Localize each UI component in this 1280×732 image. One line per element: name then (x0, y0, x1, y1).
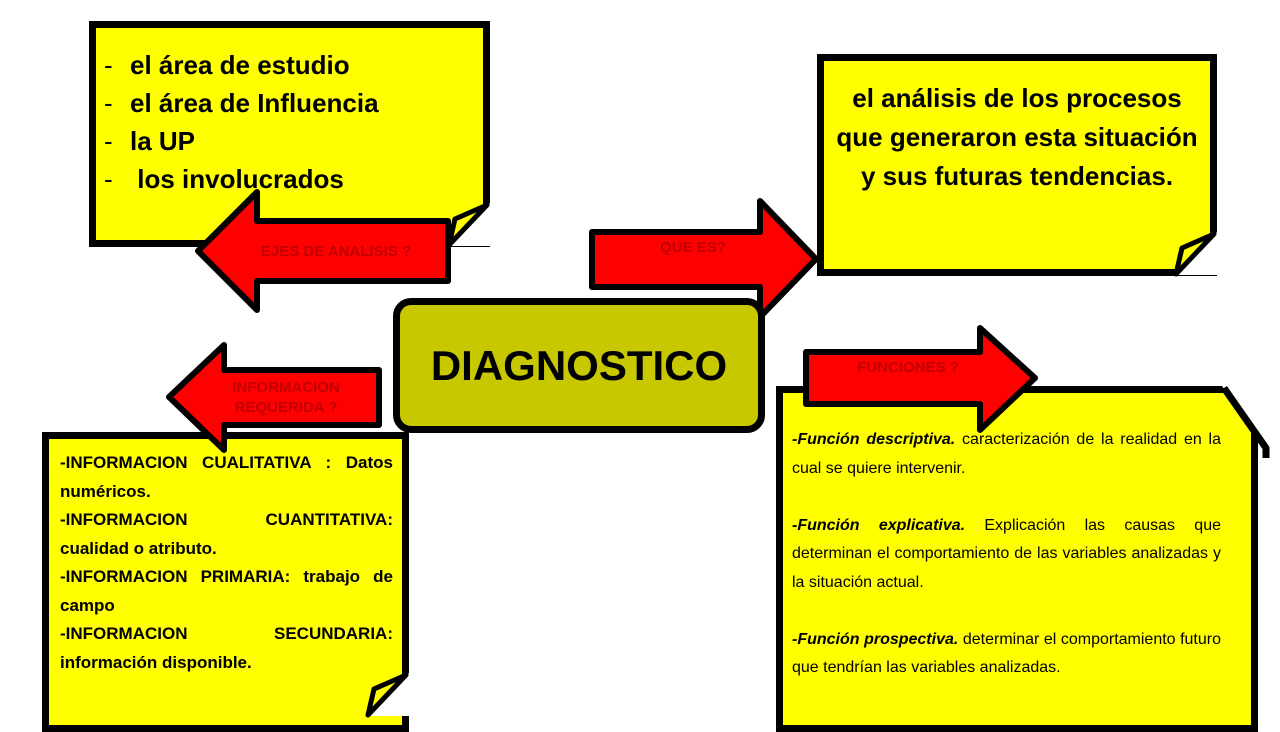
funcion-item: -Función prospectiva. determinar el comp… (792, 630, 1221, 677)
ejes-arrow (195, 189, 451, 313)
que-es-note: el análisis de los procesos que generaro… (817, 54, 1217, 276)
funciones-arrow-label: FUNCIONES ? (857, 359, 959, 376)
diagnostico-title: DIAGNOSTICO (430, 341, 728, 389)
ejes-note: -el área de estudio -el área de Influenc… (89, 21, 490, 247)
funcion-item: -Función descriptiva. caracterización de… (792, 431, 1222, 477)
que-es-arrow (589, 198, 819, 320)
ejes-list-item: -la UP (104, 126, 196, 156)
ejes-list: -el área de estudio -el área de Influenc… (104, 46, 379, 198)
ejes-list-item: -el área de estudio (104, 50, 350, 80)
ejes-list-item: -el área de Influencia (104, 88, 379, 118)
informacion-item: -INFORMACION CUALITATIVA : Datos numéric… (60, 453, 393, 501)
diagnostico-box: DIAGNOSTICO (393, 298, 765, 433)
que-es-arrow-label: QUE ES? (660, 239, 726, 256)
informacion-item: -INFORMACION CUANTITATIVA: cualidad o at… (60, 510, 393, 558)
que-es-text: el análisis de los procesos que generaro… (836, 83, 1198, 191)
informacion-item: -INFORMACION PRIMARIA: trabajo de campo (60, 567, 393, 615)
informacion-item: -INFORMACION SECUNDARIA: información dis… (60, 624, 393, 672)
funcion-item: -Función explicativa. Explicación las ca… (792, 516, 1221, 591)
ejes-list-item: - los involucrados (104, 164, 344, 194)
funciones-arrow (803, 325, 1038, 433)
informacion-arrow (166, 342, 382, 453)
informacion-arrow-label: INFORMACION REQUERIDA ? (232, 379, 340, 416)
informacion-note: -INFORMACION CUALITATIVA : Datos numéric… (42, 432, 409, 732)
ejes-arrow-label: EJES DE ANALISIS ? (260, 243, 412, 260)
